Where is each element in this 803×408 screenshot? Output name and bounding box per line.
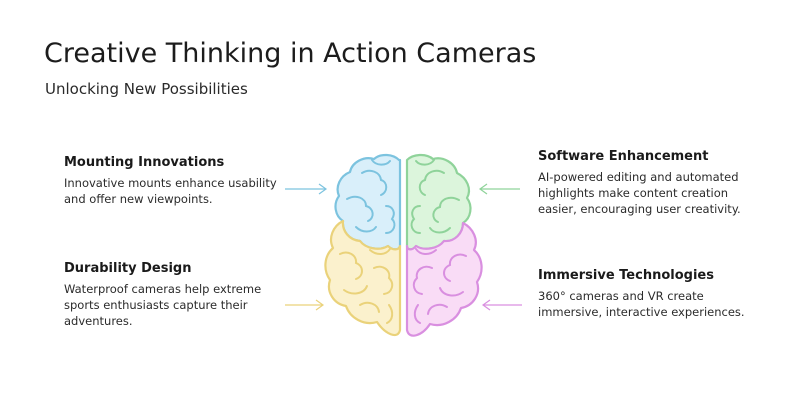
durability-design-block: Durability Design Waterproof cameras hel… <box>64 261 284 329</box>
brain-fold-br <box>443 253 467 282</box>
brain-fold-tr <box>410 205 421 234</box>
arrow-software <box>478 183 520 195</box>
immersive-technologies-heading: Immersive Technologies <box>538 268 714 283</box>
brain-fold-tl <box>371 159 391 166</box>
software-enhancement-block: Software Enhancement AI-powered editing … <box>538 149 758 217</box>
software-enhancement-heading: Software Enhancement <box>538 149 709 164</box>
arrow-immersive <box>481 299 522 311</box>
arrow-mounting <box>285 183 328 195</box>
immersive-technologies-description: 360° cameras and VR create immersive, in… <box>538 289 745 319</box>
brain-fold-bl <box>359 301 380 313</box>
mounting-innovations-heading: Mounting Innovations <box>64 155 225 170</box>
brain-fold-bl <box>343 285 368 295</box>
brain-fold-bl <box>369 248 391 255</box>
mounting-innovations-block: Mounting Innovations Innovative mounts e… <box>64 155 284 207</box>
mounting-innovations-description: Innovative mounts enhance usability and … <box>64 176 277 206</box>
brain-lobe-bottom-right <box>405 221 483 337</box>
brain-lobe-top-right <box>405 153 472 251</box>
brain-fold-tr <box>415 159 435 166</box>
brain-fold-bl <box>386 304 394 324</box>
brain-fold-br <box>427 303 448 315</box>
brain-fold-bl <box>373 265 394 295</box>
brain-fold-br <box>412 265 433 295</box>
arrow-durability <box>285 299 325 311</box>
brain-fold-tl <box>385 205 396 234</box>
page-subtitle: Unlocking New Possibilities <box>45 80 248 98</box>
brain-fold-bl <box>339 251 363 280</box>
brain-fold-tl <box>346 195 374 222</box>
page-title: Creative Thinking in Action Cameras <box>44 38 537 69</box>
brain-fold-br <box>439 287 464 297</box>
brain-lobe-bottom-left <box>324 219 402 337</box>
durability-design-heading: Durability Design <box>64 261 192 276</box>
brain-fold-tr <box>432 196 460 223</box>
brain-fold-tr <box>429 227 451 234</box>
brain-fold-tl <box>361 169 388 196</box>
brain-fold-br <box>415 248 437 255</box>
immersive-technologies-block: Immersive Technologies 360° cameras and … <box>538 268 758 320</box>
software-enhancement-description: AI-powered editing and automated highlig… <box>538 170 741 216</box>
durability-design-description: Waterproof cameras help extreme sports e… <box>64 282 262 328</box>
brain-fold-tl <box>355 226 377 233</box>
brain-fold-tr <box>418 169 445 196</box>
brain-fold-br <box>413 304 421 324</box>
